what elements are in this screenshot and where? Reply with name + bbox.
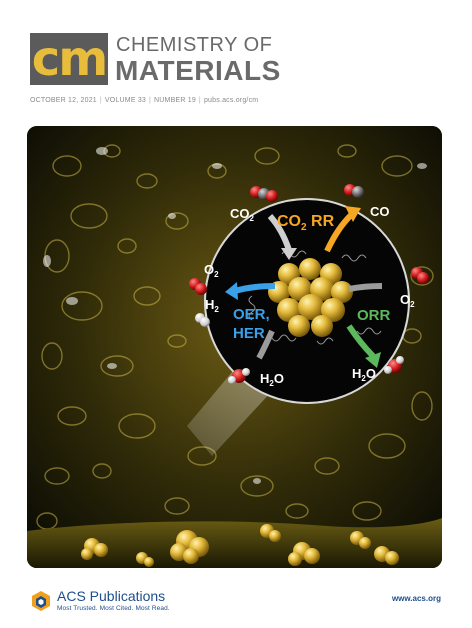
co-molecule	[344, 184, 364, 198]
publisher-tagline: Most Trusted. Most Cited. Most Read.	[57, 605, 170, 612]
journal-title-line2: MATERIALS	[115, 55, 281, 86]
issue-date: OCTOBER 12, 2021	[30, 97, 97, 104]
journal-logo: cm	[30, 31, 108, 87]
label-h2o-right: H2O	[352, 366, 376, 383]
cover-illustration: CO2 CO2 RR CO O2 H2 OER, HER O2 ORR H2O …	[27, 126, 442, 568]
publisher-website-link[interactable]: www.acs.org	[391, 594, 441, 603]
label-h2: H2	[205, 297, 219, 314]
label-oer: OER,	[233, 306, 270, 323]
label-co2: CO2	[230, 206, 255, 223]
publisher-logo[interactable]: ACS Publications Most Trusted. Most Cite…	[30, 589, 170, 612]
h2o-molecule-right	[384, 356, 404, 374]
label-orr: ORR	[357, 307, 391, 324]
gold-nanocluster	[268, 258, 353, 337]
o2-molecule-left	[189, 278, 207, 295]
bubble-highlights	[43, 147, 427, 484]
h2-molecule	[195, 313, 210, 327]
acs-hexagon-icon	[32, 590, 50, 611]
issue-volume: VOLUME 33	[104, 97, 147, 104]
reaction-arrows	[225, 206, 383, 368]
surface	[27, 518, 442, 568]
label-her: HER	[233, 325, 265, 342]
journal-title-line1: CHEMISTRY OF	[116, 34, 273, 56]
journal-url: pubs.acs.org/cm	[203, 97, 259, 104]
co2-molecule	[250, 186, 278, 202]
publisher-name: ACS Publications	[57, 588, 166, 604]
cover-artwork: CO2 CO2 RR CO O2 H2 OER, HER O2 ORR H2O …	[27, 126, 442, 568]
issue-number: NUMBER 19	[154, 97, 196, 104]
issue-info: OCTOBER 12, 2021|VOLUME 33|NUMBER 19|pub…	[30, 97, 259, 104]
label-o2-right: O2	[400, 292, 415, 309]
label-co: CO	[370, 204, 390, 219]
label-o2-left: O2	[204, 262, 219, 279]
o2-molecule-right	[411, 267, 429, 284]
h2o-molecule-left	[228, 368, 250, 384]
bubble-texture	[36, 144, 434, 530]
label-co2rr: CO2 RR	[277, 213, 335, 233]
label-h2o-left: H2O	[260, 371, 284, 388]
light-beam	[187, 366, 272, 456]
surface-clusters	[81, 524, 399, 567]
